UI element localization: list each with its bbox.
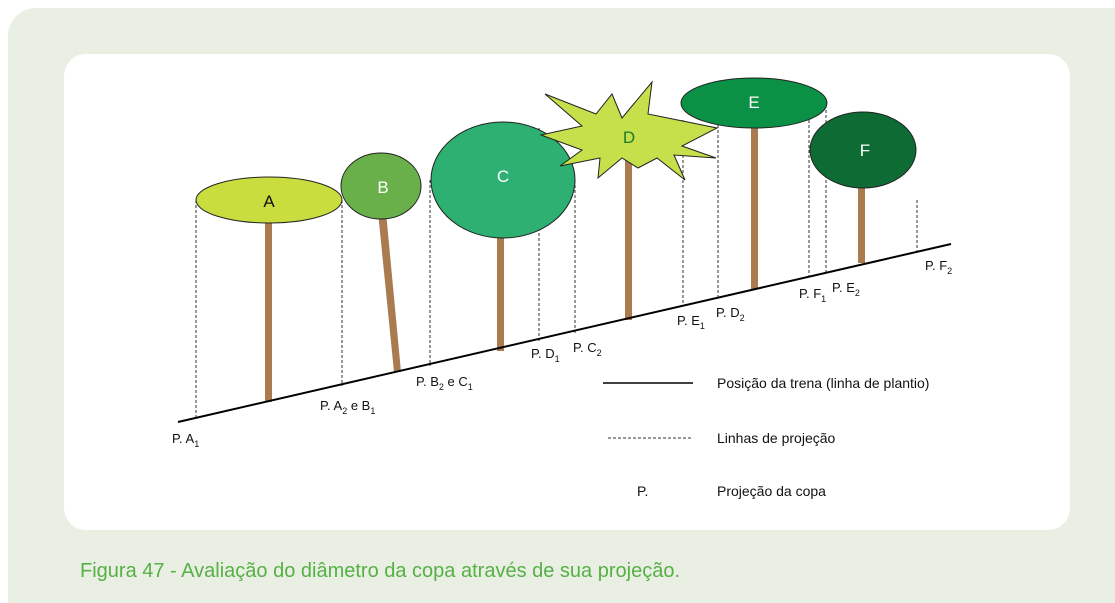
- tree-letter-a: A: [263, 192, 275, 211]
- crown-b: [340, 152, 422, 220]
- trunk-e: [751, 122, 758, 289]
- legend-p-label: Projeção da copa: [717, 483, 826, 499]
- label-pe2: P. E2: [832, 280, 860, 298]
- trunk-c: [497, 225, 504, 351]
- label-pc2: P. C2: [573, 340, 602, 358]
- tree-letters: A B C D E F: [263, 93, 870, 211]
- label-pf2: P. F2: [925, 258, 952, 276]
- label-pe1: P. E1: [677, 313, 705, 331]
- projection-labels: P. A1 P. A2 e B1 P. B2 e C1 P. D1 P. C2 …: [172, 258, 952, 449]
- legend-p-symbol: P.: [637, 483, 648, 499]
- trunk-a: [265, 220, 272, 402]
- planting-line: [177, 243, 952, 423]
- tree-letter-f: F: [860, 141, 870, 160]
- tree-letter-c: C: [497, 167, 509, 186]
- crown-a: [195, 176, 343, 224]
- tree-letter-d: D: [623, 128, 635, 147]
- label-pa1: P. A1: [172, 431, 199, 449]
- label-pb2-c1: P. B2 e C1: [416, 374, 473, 392]
- trunk-d: [625, 160, 632, 320]
- figure-caption: Figura 47 - Avaliação do diâmetro da cop…: [80, 560, 680, 582]
- legend-dashed-line-label: Linhas de projeção: [717, 430, 836, 446]
- legend-solid-line-label: Posição da trena (linha de plantio): [717, 375, 929, 391]
- label-pd2: P. D2: [716, 305, 745, 323]
- trunk-f: [858, 182, 865, 263]
- crowns: [195, 77, 917, 239]
- crown-e: [680, 77, 828, 129]
- tree-letter-b: B: [377, 178, 388, 197]
- trunks: [265, 122, 865, 402]
- crown-f: [809, 111, 917, 189]
- label-pf1: P. F1: [799, 286, 826, 304]
- tree-letter-e: E: [748, 93, 759, 112]
- label-pa2-b1: P. A2 e B1: [320, 398, 375, 416]
- trunk-b: [378, 212, 401, 372]
- projection-lines: [195, 100, 918, 418]
- crown-d: [539, 80, 719, 181]
- legend: Posição da trena (linha de plantio) Linh…: [603, 375, 929, 499]
- label-pd1: P. D1: [531, 346, 560, 364]
- crown-c: [430, 121, 576, 239]
